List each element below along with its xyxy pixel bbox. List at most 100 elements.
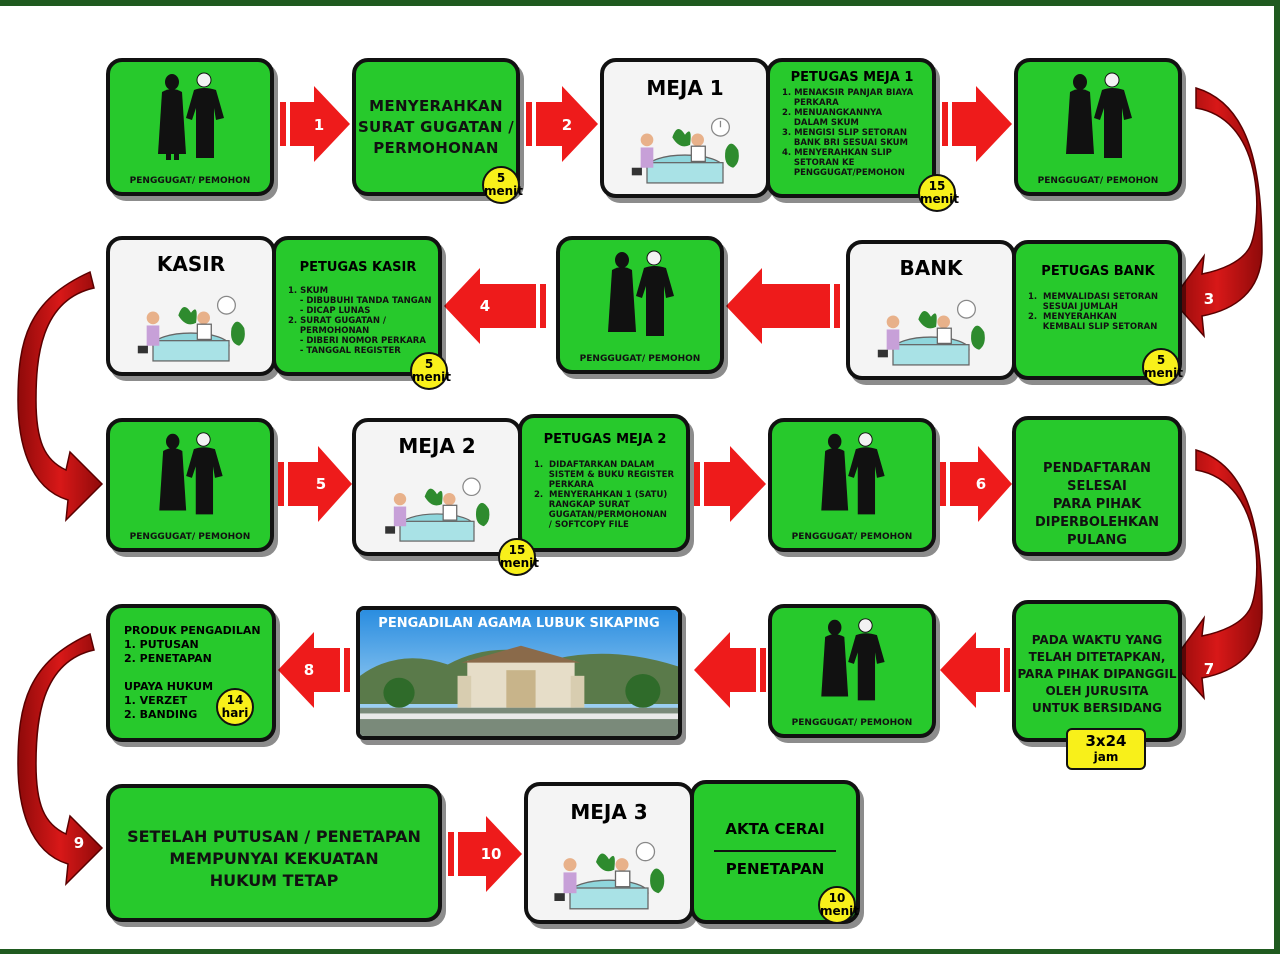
right-frame-bar: [1274, 0, 1280, 954]
selesai-line-1: PENDAFTARAN SELESAI: [1043, 461, 1151, 494]
produk-line-5: UPAYA HUKUM: [124, 680, 214, 693]
step-number-4: 4: [479, 297, 491, 315]
meja2-title: MEJA 2: [398, 434, 476, 458]
sidang-line-2: TELAH DITETAPKAN,: [1028, 650, 1166, 664]
people-box-4: PENGGUGAT/ PEMOHON: [106, 418, 274, 552]
sidang-line-3: PARA PIHAK DIPANGGIL: [1017, 667, 1177, 681]
sidang-line-5: UNTUK BERSIDANG: [1031, 701, 1163, 715]
people-icon: [110, 428, 270, 524]
step-number-7: 7: [1203, 660, 1215, 678]
people-caption: PENGGUGAT/ PEMOHON: [129, 532, 251, 542]
sidang-line-1: PADA WAKTU YANG: [1031, 633, 1163, 647]
penetapan-label: PENETAPAN: [725, 860, 825, 878]
putusan-line-2: MEMPUNYAI KEKUATAN: [169, 849, 379, 868]
selesai-box: PENDAFTARAN SELESAI PARA PIHAK DIPERBOLE…: [1012, 416, 1182, 556]
arrow-step-4: [444, 268, 546, 344]
petugas-kasir-title: PETUGAS KASIR: [299, 260, 417, 275]
desk-clerk-illustration: [116, 290, 266, 366]
people-icon: [772, 614, 932, 710]
arrow-step-8: [278, 632, 350, 708]
arrow-court-in: [694, 632, 766, 708]
kasir-box: KASIR: [106, 236, 276, 376]
arrow-meja2-out: [694, 446, 766, 522]
produk-line-7: 2. BANDING: [124, 708, 198, 721]
people-caption: PENGGUGAT/ PEMOHON: [791, 532, 913, 542]
step-number-2: 2: [561, 116, 573, 134]
desk-clerk-illustration: [362, 472, 512, 546]
produk-line-3: 2. PENETAPAN: [124, 652, 212, 665]
arrow-step-5: [278, 446, 352, 522]
curve-left-2-3: [17, 270, 104, 523]
people-box-3: PENGGUGAT/ PEMOHON: [556, 236, 724, 374]
petugas-meja2-list: 1. DIDAFTARKAN DALAM SISTEM & BUKU REGIS…: [534, 460, 675, 530]
step-number-8: 8: [303, 661, 315, 679]
top-frame-bar: [0, 0, 1280, 6]
step-number-1: 1: [313, 116, 325, 134]
step-number-9: 9: [73, 834, 85, 852]
meja2-box: MEJA 2: [352, 418, 522, 556]
people-icon: [772, 428, 932, 524]
bank-title: BANK: [899, 256, 963, 280]
submit-box: MENYERAHKAN SURAT GUGATAN / PERMOHONAN: [352, 58, 520, 196]
arrow-step-1: [280, 86, 350, 162]
produk-line-1: PRODUK PENGADILAN: [124, 624, 261, 637]
bottom-frame-bar: [0, 949, 1280, 954]
akta-box: AKTA CERAI PENETAPAN: [690, 780, 860, 924]
submit-line-3: PERMOHONAN: [373, 139, 499, 157]
putusan-line-1: SETELAH PUTUSAN / PENETAPAN: [127, 827, 421, 846]
people-caption: PENGGUGAT/ PEMOHON: [1037, 176, 1159, 186]
people-box-2: PENGGUGAT/ PEMOHON: [1014, 58, 1182, 196]
produk-line-spacer: [124, 666, 261, 680]
court-title: PENGADILAN AGAMA LUBUK SIKAPING: [378, 616, 660, 631]
curve-step-9: [17, 632, 104, 887]
people-caption: PENGGUGAT/ PEMOHON: [579, 354, 701, 364]
step-number-6: 6: [975, 475, 987, 493]
petugas-bank-title: PETUGAS BANK: [1041, 264, 1155, 279]
akta-cerai-label: AKTA CERAI: [725, 820, 825, 838]
step-number-10: 10: [480, 845, 502, 863]
meja3-title: MEJA 3: [570, 800, 648, 824]
putusan-box: SETELAH PUTUSAN / PENETAPAN MEMPUNYAI KE…: [106, 784, 442, 922]
petugas-kasir-box: PETUGAS KASIR 1. SKUM - DIBUBUHI TANDA T…: [272, 236, 442, 376]
sidang-line-4: OLEH JURUSITA: [1045, 684, 1149, 698]
step-number-5: 5: [315, 475, 327, 493]
produk-box: PRODUK PENGADILAN 1. PUTUSAN 2. PENETAPA…: [106, 604, 276, 742]
selesai-line-2: PARA PIHAK: [1052, 497, 1142, 512]
arrow-step-7-in: [940, 632, 1010, 708]
people-caption: PENGGUGAT/ PEMOHON: [129, 176, 251, 186]
desk-clerk-illustration: [856, 294, 1006, 370]
desk-clerk-illustration: [610, 112, 760, 188]
court-building-photo: PENGADILAN AGAMA LUBUK SIKAPING: [356, 606, 682, 740]
petugas-meja2-box: PETUGAS MEJA 2 1. DIDAFTARKAN DALAM SIST…: [518, 414, 690, 552]
kasir-title: KASIR: [156, 252, 226, 276]
arrow-step-6: [940, 446, 1012, 522]
people-caption: PENGGUGAT/ PEMOHON: [791, 718, 913, 728]
meja1-box: MEJA 1: [600, 58, 770, 198]
people-box-6: PENGGUGAT/ PEMOHON: [768, 604, 936, 738]
people-box-1: PENGGUGAT/ PEMOHON: [106, 58, 274, 196]
putusan-line-3: HUKUM TETAP: [209, 871, 339, 890]
curve-step-3: [1171, 86, 1263, 339]
petugas-meja2-title: PETUGAS MEJA 2: [543, 432, 667, 447]
people-icon: [110, 68, 270, 168]
people-icon: [1018, 68, 1178, 168]
arrow-meja1-out: [942, 86, 1012, 162]
akta-divider: [714, 850, 836, 852]
petugas-kasir-list: 1. SKUM - DIBUBUHI TANDA TANGAN - DICAP …: [288, 286, 432, 356]
produk-line-2: 1. PUTUSAN: [124, 638, 199, 651]
arrow-step-10: [448, 816, 522, 892]
meja1-title: MEJA 1: [646, 76, 724, 100]
meja3-box: MEJA 3: [524, 782, 694, 924]
arrow-step-2: [526, 86, 598, 162]
selesai-line-3: DIPERBOLEHKAN: [1034, 515, 1160, 530]
submit-line-1: MENYERAHKAN: [369, 97, 503, 115]
